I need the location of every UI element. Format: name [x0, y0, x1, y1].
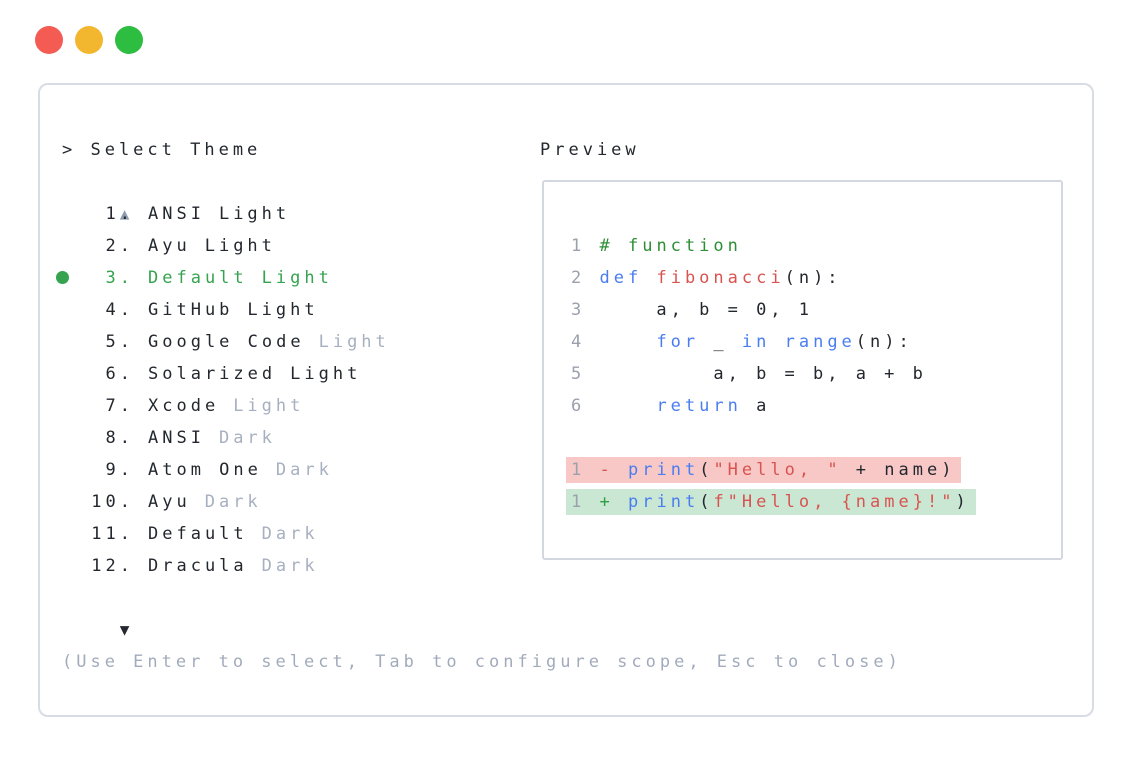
- scroll-down-indicator[interactable]: ▼: [62, 582, 532, 639]
- selected-indicator-dot: [56, 527, 69, 540]
- selected-indicator-dot: [56, 399, 69, 412]
- select-theme-prompt: > Select Theme: [62, 140, 262, 160]
- selected-indicator-dot: [56, 367, 69, 380]
- code-line-6: 6 return a: [571, 396, 771, 416]
- window-controls: [35, 26, 143, 54]
- zoom-icon[interactable]: [115, 26, 143, 54]
- theme-selector-dialog: > Select Theme ▲ 1. ANSI Light 2. Ayu Li…: [38, 83, 1094, 717]
- selected-indicator-dot: [56, 239, 69, 252]
- diff-added-line: 1 + print(f"Hello, {name}!"): [566, 486, 976, 518]
- selected-indicator-dot: [56, 463, 69, 476]
- theme-list-item-7[interactable]: 7. Xcode Light: [62, 390, 532, 422]
- code-line-1: 1 # function: [571, 236, 742, 256]
- selected-indicator-dot: [56, 335, 69, 348]
- theme-list-item-6[interactable]: 6. Solarized Light: [62, 358, 532, 390]
- triangle-up-icon: ▲: [119, 204, 130, 223]
- code-line-2: 2 def fibonacci(n):: [571, 268, 842, 288]
- preview-pane: 1 # function 2 def fibonacci(n): 3 a, b …: [542, 180, 1063, 560]
- selected-indicator-dot: [56, 559, 69, 572]
- triangle-down-icon: ▼: [119, 620, 130, 639]
- theme-list-item-1[interactable]: 1. ANSI Light: [62, 198, 532, 230]
- theme-list-item-9[interactable]: 9. Atom One Dark: [62, 454, 532, 486]
- selected-indicator-dot: [56, 431, 69, 444]
- theme-list-item-4[interactable]: 4. GitHub Light: [62, 294, 532, 326]
- theme-list-item-11[interactable]: 11. Default Dark: [62, 518, 532, 550]
- code-line-3: 3 a, b = 0, 1: [571, 300, 814, 320]
- theme-list-item-8[interactable]: 8. ANSI Dark: [62, 422, 532, 454]
- selected-indicator-dot: [56, 207, 69, 220]
- diff-removed-line: 1 - print("Hello, " + name): [566, 454, 976, 486]
- help-text: (Use Enter to select, Tab to configure s…: [62, 652, 902, 672]
- close-icon[interactable]: [35, 26, 63, 54]
- theme-list-item-3[interactable]: 3. Default Light: [56, 262, 532, 294]
- selected-indicator-dot: [56, 303, 69, 316]
- code-line-4: 4 for _ in range(n):: [571, 332, 913, 352]
- theme-list-item-5[interactable]: 5. Google Code Light: [62, 326, 532, 358]
- selected-indicator-dot: [56, 271, 69, 284]
- selected-indicator-dot: [56, 495, 69, 508]
- scroll-up-indicator[interactable]: ▲: [62, 166, 532, 223]
- theme-list: > Select Theme ▲ 1. ANSI Light 2. Ayu Li…: [56, 134, 902, 678]
- theme-list-item-12[interactable]: 12. Dracula Dark: [62, 550, 532, 582]
- code-line-5: 5 a, b = b, a + b: [571, 364, 927, 384]
- theme-list-item-10[interactable]: 10. Ayu Dark: [62, 486, 532, 518]
- theme-list-item-2[interactable]: 2. Ayu Light: [62, 230, 532, 262]
- code-preview: 1 # function 2 def fibonacci(n): 3 a, b …: [566, 230, 976, 518]
- preview-title: Preview: [540, 140, 640, 160]
- minimize-icon[interactable]: [75, 26, 103, 54]
- code-blank-line: [571, 422, 976, 454]
